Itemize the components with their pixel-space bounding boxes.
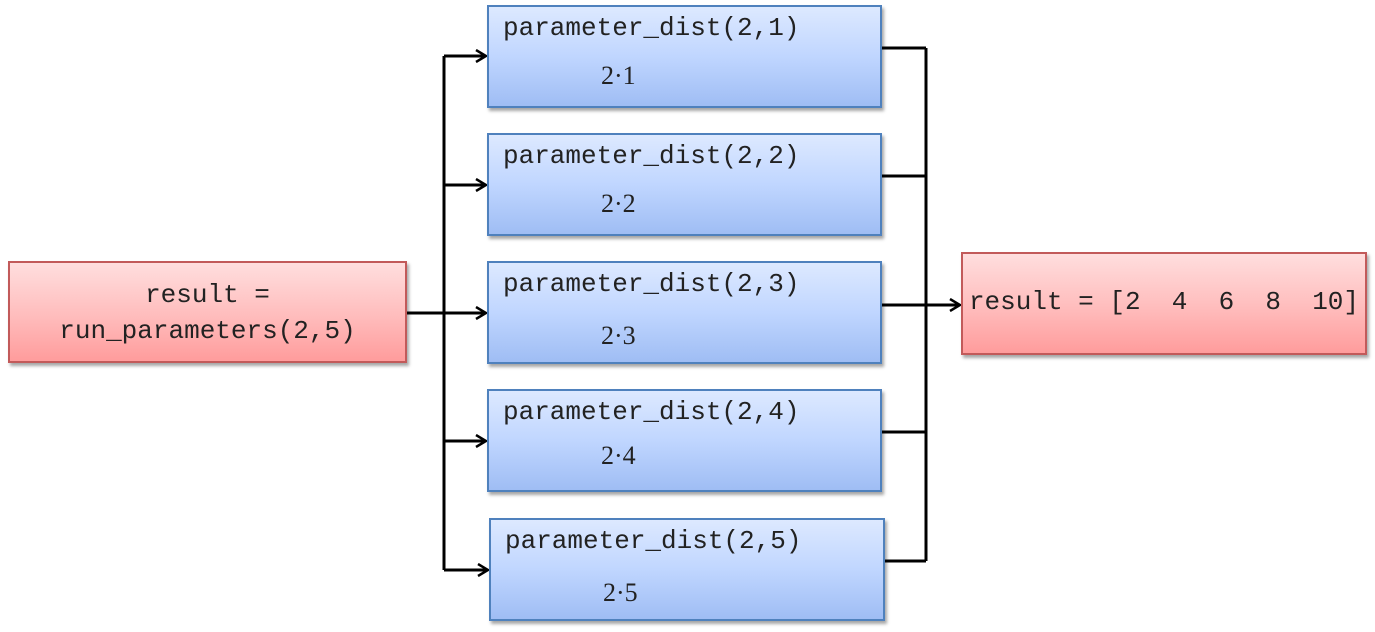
parameter-call-label: parameter_dist(2,3) — [503, 269, 800, 299]
input-call-box: result = run_parameters(2,5) — [8, 261, 407, 363]
parameter-call-box-3: parameter_dist(2,3) 2·3 — [487, 261, 882, 364]
parameter-call-label: parameter_dist(2,4) — [503, 397, 800, 427]
parameter-call-box-2: parameter_dist(2,2) 2·2 — [487, 133, 882, 236]
result-output-text: result = [2 4 6 8 10] — [968, 287, 1360, 317]
parameter-product-label: 2·3 — [601, 321, 636, 350]
input-call-line-2: run_parameters(2,5) — [59, 316, 356, 346]
input-call-line-1: result = — [145, 280, 270, 310]
parameter-call-label: parameter_dist(2,2) — [503, 141, 800, 171]
parameter-call-box-1: parameter_dist(2,1) 2·1 — [487, 5, 882, 108]
parameter-call-box-4: parameter_dist(2,4) 2·4 — [487, 389, 882, 492]
parameter-product-label: 2·5 — [603, 578, 638, 607]
parameter-call-label: parameter_dist(2,5) — [505, 526, 802, 556]
parameter-call-box-5: parameter_dist(2,5) 2·5 — [489, 518, 885, 621]
parameter-product-label: 2·1 — [601, 61, 636, 90]
parameter-product-label: 2·4 — [601, 441, 636, 470]
parameter-call-label: parameter_dist(2,1) — [503, 13, 800, 43]
result-output-box: result = [2 4 6 8 10] — [961, 252, 1367, 355]
parameter-product-label: 2·2 — [601, 189, 636, 218]
